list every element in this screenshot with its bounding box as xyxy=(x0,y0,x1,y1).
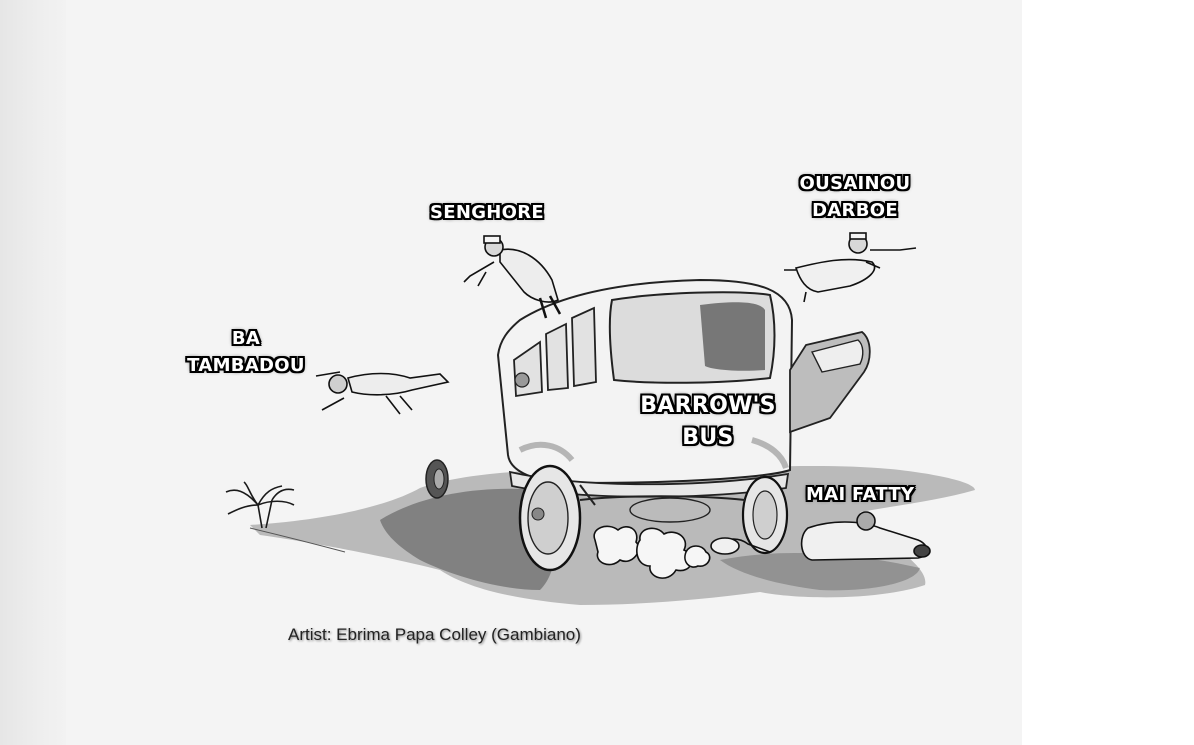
palm-plant xyxy=(225,481,295,529)
bus xyxy=(496,278,794,498)
figure-senghore xyxy=(463,235,562,319)
figure-ba-tambadou xyxy=(315,371,450,415)
label-ba-tambadou: BA TAMBADOU xyxy=(185,325,307,379)
label-bus-line2: BUS xyxy=(682,425,734,450)
label-ousainou-darboe: OUSAINOU DARBOE xyxy=(795,170,915,224)
detached-door xyxy=(789,331,871,434)
figure-ousainou-darboe xyxy=(784,232,917,303)
bus-wheels xyxy=(518,464,789,572)
figure-mai-fatty xyxy=(710,511,931,561)
label-ousainou-line2: DARBOE xyxy=(812,200,898,221)
label-mai-fatty: MAI FATTY xyxy=(806,484,915,505)
label-bus-line1: BARROW'S xyxy=(640,393,776,418)
label-senghore: SENGHORE xyxy=(430,202,545,223)
exhaust-smoke xyxy=(593,525,711,579)
label-ousainou-line1: OUSAINOU xyxy=(799,173,911,194)
label-ba-line2: TAMBADOU xyxy=(187,355,305,376)
label-barrows-bus: BARROW'S BUS xyxy=(633,390,783,454)
label-ba-line1: BA xyxy=(231,328,261,349)
artist-credit: Artist: Ebrima Papa Colley (Gambiano) xyxy=(288,625,581,644)
loose-wheel xyxy=(425,459,449,499)
paper-left-edge xyxy=(0,0,66,745)
